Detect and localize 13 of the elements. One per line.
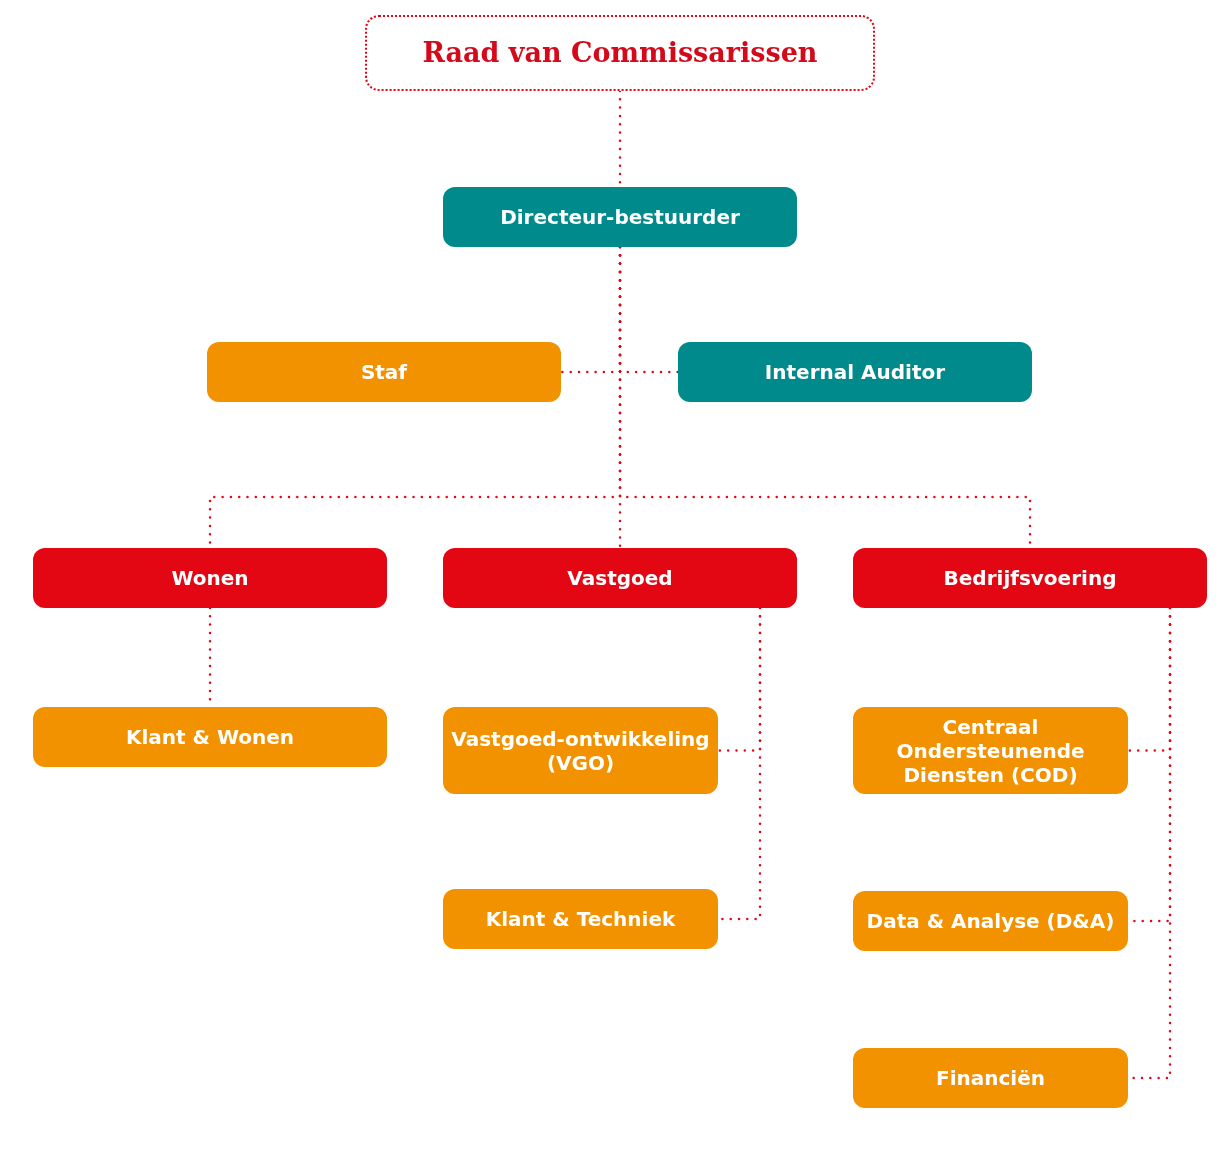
division-box: Vastgoed — [443, 548, 797, 608]
division-box: Bedrijfsvoering — [853, 548, 1207, 608]
division-box: Wonen — [33, 548, 387, 608]
department-box: Klant & Wonen — [33, 707, 387, 767]
role-box: Internal Auditor — [678, 342, 1032, 402]
department-box: Staf — [207, 342, 561, 402]
board-box: Raad van Commissarissen — [365, 15, 875, 91]
department-box: Vastgoed-ontwikkeling (VGO) — [443, 707, 718, 794]
department-box: Centraal Ondersteunende Diensten (COD) — [853, 707, 1128, 794]
department-box: Data & Analyse (D&A) — [853, 891, 1128, 951]
department-box: Financiën — [853, 1048, 1128, 1108]
role-box: Directeur-bestuurder — [443, 187, 797, 247]
department-box: Klant & Techniek — [443, 889, 718, 949]
